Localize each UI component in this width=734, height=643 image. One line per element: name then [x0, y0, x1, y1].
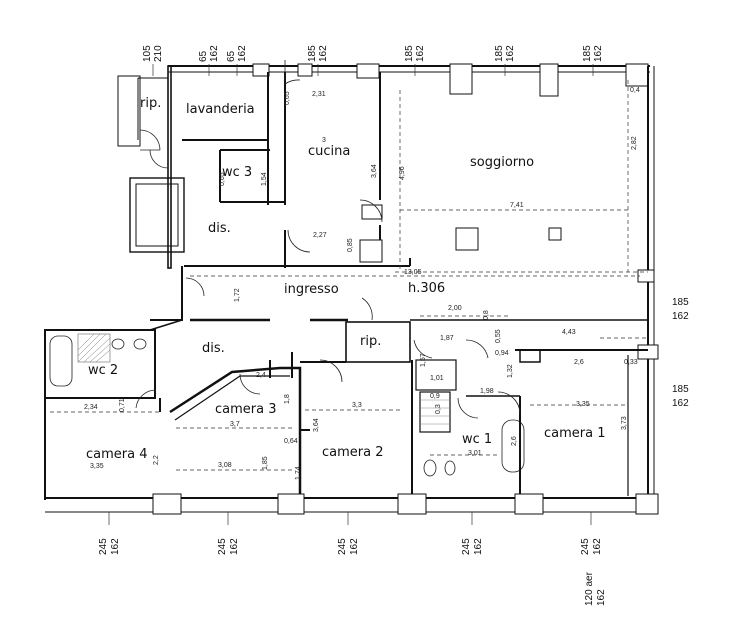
- exterior-label-top: 185: [307, 45, 318, 62]
- exterior-label-top: 185: [404, 45, 415, 62]
- dim-label: 2,34: [84, 404, 98, 411]
- dim-label: 3: [322, 137, 326, 144]
- dim-label: 0,4: [630, 87, 640, 94]
- exterior-label-top: 162: [505, 45, 516, 62]
- dim-label: 0,94: [495, 350, 509, 357]
- dim-label: 0,65: [219, 172, 226, 186]
- dim-label: 2,6: [511, 436, 518, 446]
- dim-label: 2,27: [313, 232, 327, 239]
- dim-label: 1,98: [480, 388, 494, 395]
- room-label-dis-top: dis.: [208, 221, 231, 236]
- dim-label: 0,65: [284, 91, 291, 105]
- exterior-ticks: [108, 64, 594, 525]
- dim-label: 3,35: [576, 401, 590, 408]
- room-label-camera4: camera 4: [86, 447, 148, 462]
- dim-label: 0,9: [430, 393, 440, 400]
- exterior-labels: 105 210 65 162 65 162 185 162 185 162 18…: [98, 45, 689, 606]
- dim-label: 0,71: [119, 398, 126, 412]
- exterior-label-top: 65: [198, 50, 209, 62]
- dim-label: 2,4: [256, 372, 266, 379]
- room-label-rip-mid: rip.: [360, 334, 381, 349]
- dim-label: 1,87: [440, 335, 454, 342]
- dim-label: 0,33: [624, 359, 638, 366]
- exterior-label-top: 185: [494, 45, 505, 62]
- exterior-label-top: 185: [582, 45, 593, 62]
- exterior-label-bottom: 245: [217, 538, 228, 555]
- dim-label: 1,72: [234, 288, 241, 302]
- dim-label: 1,57: [420, 353, 427, 367]
- exterior-label-top: 162: [318, 45, 329, 62]
- exterior-label-bottom: 245: [580, 538, 591, 555]
- dim-label: 2,82: [631, 136, 638, 150]
- exterior-label-top: 105: [142, 45, 153, 62]
- exterior-label-right: 185: [672, 297, 689, 308]
- dim-label: 1,85: [262, 456, 269, 470]
- dim-label: 2,2: [153, 455, 160, 465]
- room-label-camera2: camera 2: [322, 445, 384, 460]
- room-label-dis-mid: dis.: [202, 341, 225, 356]
- exterior-label-bottom: 120 aer: [584, 571, 595, 606]
- dim-label: 1,01: [430, 375, 444, 382]
- door-swings: [135, 60, 521, 419]
- exterior-label-bottom: 245: [98, 538, 109, 555]
- dim-label: 3,73: [621, 416, 628, 430]
- exterior-label-bottom: 245: [461, 538, 472, 555]
- room-label-lavanderia: lavanderia: [186, 102, 255, 117]
- dim-label: 4,96: [399, 166, 406, 180]
- dim-label: 1,8: [284, 394, 291, 404]
- dim-label: 4,43: [562, 329, 576, 336]
- dim-label: 3,64: [313, 418, 320, 432]
- dim-label: 0,85: [347, 238, 354, 252]
- exterior-label-top: 162: [415, 45, 426, 62]
- dim-label: 0,64: [284, 438, 298, 445]
- exterior-label-top: 210: [153, 45, 164, 62]
- exterior-label-top: 162: [209, 45, 220, 62]
- dim-label: 3,35: [90, 463, 104, 470]
- exterior-label-top: 162: [237, 45, 248, 62]
- dim-label: 2,00: [448, 305, 462, 312]
- room-label-cucina: cucina: [308, 144, 350, 159]
- room-label-ingresso: ingresso: [284, 282, 339, 297]
- room-label-rip-top: rip.: [140, 96, 161, 111]
- room-label-wc2: wc 2: [88, 363, 118, 378]
- exterior-label-bottom: 162: [229, 538, 240, 555]
- dim-label: 2,31: [312, 91, 326, 98]
- exterior-label-bottom: 245: [337, 538, 348, 555]
- dim-label: 0,55: [495, 329, 502, 343]
- dim-label: 3,3: [352, 402, 362, 409]
- room-label-camera1: camera 1: [544, 426, 606, 441]
- dim-label: 2,6: [574, 359, 584, 366]
- dim-label: 7,41: [510, 202, 524, 209]
- dim-label: 13,05: [404, 269, 422, 276]
- room-label-wc3: wc 3: [222, 165, 252, 180]
- room-label-wc1: wc 1: [462, 432, 492, 447]
- exterior-label-bottom: 162: [349, 538, 360, 555]
- walls: [44, 63, 659, 515]
- dim-label: 1,74: [295, 466, 302, 480]
- dim-label: 3,64: [371, 164, 378, 178]
- interior-dimensions: 0,65 2,31 3 3,64 4,96 0,4 2,82 7,41 2,27…: [84, 87, 640, 480]
- dim-label: 3,01: [468, 450, 482, 457]
- exterior-label-bottom: 162: [110, 538, 121, 555]
- dim-label: 3,08: [218, 462, 232, 469]
- exterior-label-top: 65: [226, 50, 237, 62]
- dim-label: 0,3: [435, 404, 442, 414]
- exterior-label-right: 162: [672, 311, 689, 322]
- dim-label: 1,54: [261, 172, 268, 186]
- exterior-label-bottom: 162: [596, 589, 607, 606]
- room-label-height: h.306: [408, 281, 445, 296]
- dim-label: 3,7: [230, 421, 240, 428]
- dim-label: 1,32: [507, 364, 514, 378]
- exterior-label-right: 185: [672, 384, 689, 395]
- room-labels: rip. lavanderia wc 3 cucina soggiorno di…: [86, 96, 606, 462]
- exterior-label-top: 162: [593, 45, 604, 62]
- dim-label: 0,8: [483, 310, 490, 320]
- room-label-soggiorno: soggiorno: [470, 155, 534, 170]
- exterior-label-bottom: 162: [473, 538, 484, 555]
- exterior-label-right: 162: [672, 398, 689, 409]
- exterior-label-bottom: 162: [592, 538, 603, 555]
- room-label-camera3: camera 3: [215, 402, 277, 417]
